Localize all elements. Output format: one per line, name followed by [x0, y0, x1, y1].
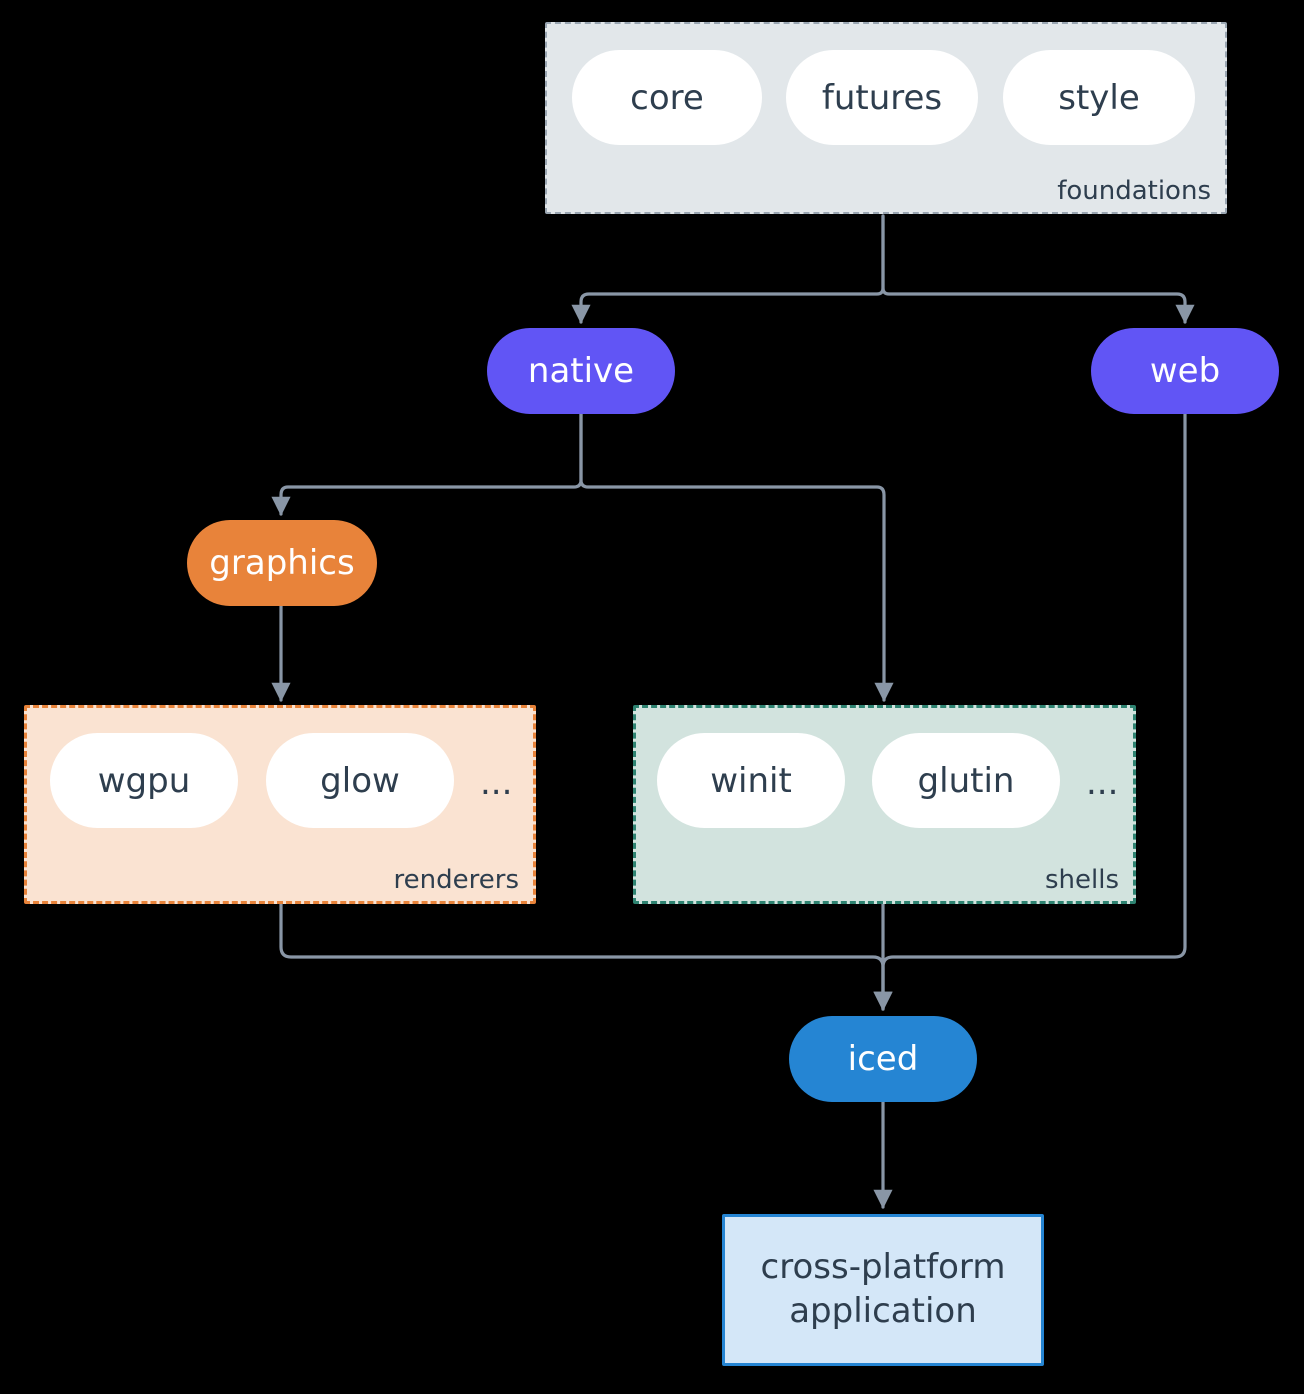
node-core[interactable]: core [572, 50, 762, 145]
node-wgpu[interactable]: wgpu [50, 733, 238, 828]
node-iced[interactable]: iced [789, 1016, 977, 1102]
cluster-renderers-label: renderers [393, 865, 519, 895]
node-core-label: core [630, 77, 704, 118]
node-winit[interactable]: winit [657, 733, 845, 828]
edge-renderers-to-iced [279, 902, 893, 1011]
node-glow[interactable]: glow [266, 733, 454, 828]
node-winit-label: winit [710, 760, 792, 801]
cluster-shells-label: shells [1044, 865, 1119, 895]
node-graphics[interactable]: graphics [187, 520, 377, 606]
node-glow-label: glow [320, 760, 400, 801]
node-web[interactable]: web [1091, 328, 1279, 414]
node-glutin[interactable]: glutin [872, 733, 1060, 828]
shells-more-ellipsis: ... [1086, 763, 1119, 803]
node-style-label: style [1058, 77, 1140, 118]
node-wgpu-label: wgpu [97, 760, 191, 801]
node-native[interactable]: native [487, 328, 675, 414]
edge-native-to-shells [579, 412, 894, 702]
node-cross-platform-application[interactable]: cross-platform application [722, 1214, 1044, 1366]
application-label-line2: application [789, 1291, 977, 1331]
node-iced-label: iced [847, 1039, 919, 1079]
cluster-foundations-label: foundations [1057, 176, 1211, 206]
node-glutin-label: glutin [917, 760, 1015, 801]
edge-foundations-to-web [881, 214, 1195, 324]
node-futures-label: futures [821, 77, 943, 118]
edge-native-to-graphics [271, 412, 583, 516]
edge-foundations-to-native [571, 214, 885, 324]
renderers-more-ellipsis: ... [480, 763, 513, 803]
application-label-line1: cross-platform [760, 1247, 1006, 1288]
node-native-label: native [527, 351, 635, 391]
node-style[interactable]: style [1003, 50, 1195, 145]
node-graphics-label: graphics [209, 543, 355, 583]
node-web-label: web [1149, 351, 1221, 391]
edge-web-to-iced [873, 412, 1187, 1011]
node-futures[interactable]: futures [786, 50, 978, 145]
